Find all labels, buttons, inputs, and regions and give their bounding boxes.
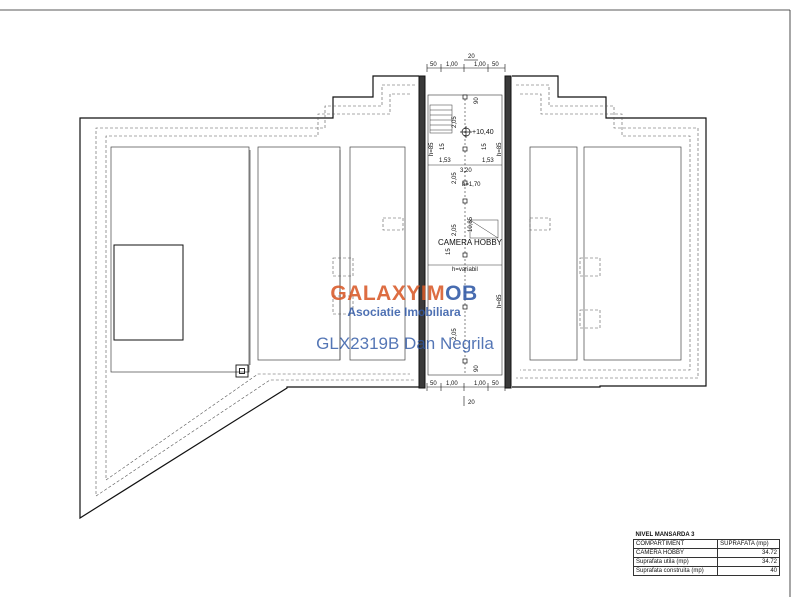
top-dim-seg1: 50 — [430, 62, 437, 68]
legend-row-label: Suprafata construita (mp) — [632, 566, 719, 576]
legend-header-area: SUPRAFATA (mp) — [717, 539, 780, 549]
level-marker-symbol — [460, 126, 472, 138]
right-roof-panels — [529, 146, 682, 361]
legend-row-value: 34.72 — [717, 548, 780, 558]
table-row: CAMERA HOBBY 34.72 — [632, 548, 780, 558]
legend-row-value: 40 — [717, 566, 780, 576]
area-legend-table: NIVEL MANSARDA 3 COMPARTIMENT SUPRAFATA … — [632, 531, 780, 576]
top-dim-seg3: 1,00 — [474, 62, 486, 68]
table-row: Suprafata construita (mp) 40 — [632, 566, 780, 576]
dim-15-c: 15 — [446, 248, 452, 255]
left-dormer-bumps — [332, 217, 404, 315]
bottom-dim-seg2: 1,00 — [446, 381, 458, 387]
top-dim-seg2: 1,00 — [446, 62, 458, 68]
bottom-dim-seg3: 1,00 — [474, 381, 486, 387]
dim-1085: 10,85 — [468, 216, 474, 232]
left-roof-dashed-contours — [95, 84, 415, 497]
dim-320: 3,20 — [460, 168, 472, 174]
window-markers — [462, 94, 468, 364]
dim-15-a: 15 — [440, 143, 446, 150]
staircase-symbol — [429, 104, 453, 134]
level-mark: +10,40 — [472, 129, 494, 136]
dim-153-b: 1,53 — [482, 158, 494, 164]
room-inner-lines — [427, 94, 503, 376]
dim-205-a: 2,05 — [452, 116, 458, 128]
right-dormer-bumps — [529, 217, 601, 329]
dim-h170: h=1,70 — [462, 182, 481, 188]
frame-lines — [0, 9, 791, 597]
bottom-dim-seg4: 50 — [492, 381, 499, 387]
legend-header-row: COMPARTIMENT SUPRAFATA (mp) — [632, 539, 780, 549]
table-row: Suprafata utila (mp) 34.72 — [632, 557, 780, 567]
dim-90-bottom: 90 — [474, 365, 480, 372]
legend-title: NIVEL MANSARDA 3 — [633, 531, 780, 540]
room-label: CAMERA HOBBY — [438, 238, 503, 247]
legend-row-value: 34.72 — [717, 557, 780, 567]
brand-subtitle: Asociatie Imobiliara — [347, 305, 461, 319]
chimney-symbol — [235, 364, 249, 378]
brand-watermark: GALAXYIMOB — [306, 282, 502, 306]
bottom-dim-total: 20 — [468, 400, 475, 406]
top-dimension-chain — [426, 59, 506, 72]
dim-h85-a: h=85 — [429, 142, 435, 156]
hatch-opening — [469, 219, 499, 239]
dim-15-b: 15 — [482, 143, 488, 150]
right-roof-outline — [512, 75, 707, 388]
legend-title-row: NIVEL MANSARDA 3 — [633, 531, 780, 540]
legend-row-label: CAMERA HOBBY — [632, 548, 719, 558]
listing-watermark: GLX2319B Dan Negrila — [316, 334, 494, 353]
top-dim-seg4: 50 — [492, 62, 499, 68]
legend-header-compartment: COMPARTIMENT — [632, 539, 719, 549]
left-roof-panels — [110, 146, 406, 373]
brand-main: GALAXYIM — [330, 282, 446, 305]
dim-205-b: 2,05 — [452, 172, 458, 184]
top-dim-total: 20 — [468, 54, 475, 60]
roof-skylight-box — [113, 244, 184, 341]
bottom-dim-seg1: 50 — [430, 381, 437, 387]
right-roof-dashed-contours — [516, 84, 699, 379]
room-walls — [418, 75, 512, 389]
dim-153-a: 1,53 — [439, 158, 451, 164]
dim-205-c: 2,05 — [452, 224, 458, 236]
dim-90-top: 90 — [474, 97, 480, 104]
dim-205-d: 2,05 — [452, 328, 458, 340]
bottom-dimension-chain — [426, 383, 506, 406]
dim-h-variabil: h=variabil — [452, 267, 478, 273]
left-roof-outline — [79, 75, 419, 520]
legend-row-label: Suprafata utila (mp) — [632, 557, 719, 567]
dim-h85-c: h=85 — [497, 294, 503, 308]
brand-tail: OB — [445, 282, 478, 305]
dim-h85-b: h=85 — [497, 142, 503, 156]
